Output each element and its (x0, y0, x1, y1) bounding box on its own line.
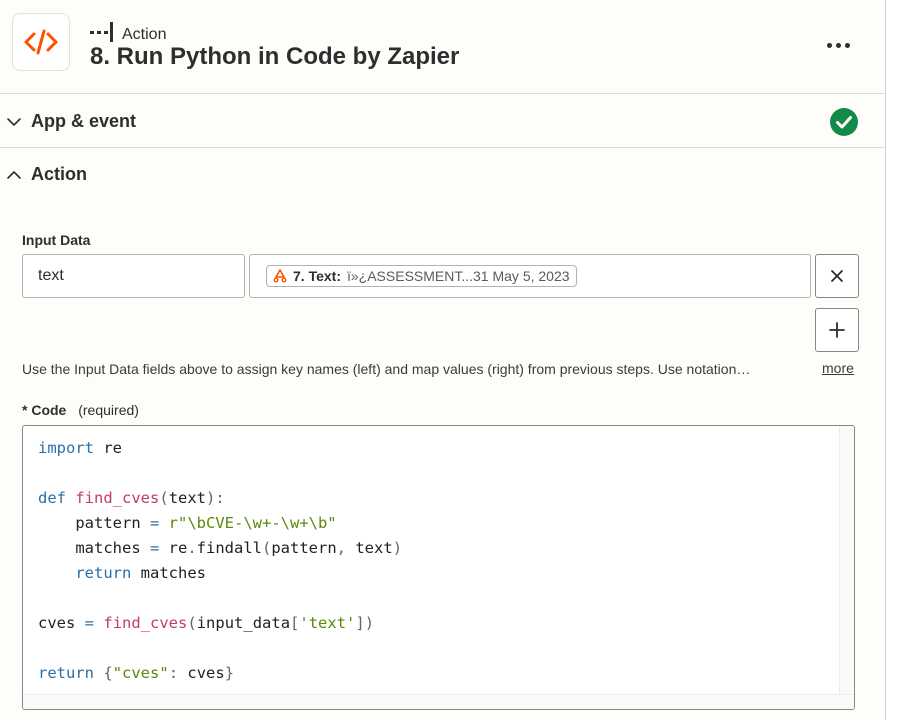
step-type-label: Action (122, 25, 167, 43)
code-line: import re (38, 439, 122, 457)
formatter-icon (273, 269, 287, 283)
remove-input-button[interactable] (815, 254, 859, 298)
code-line: def find_cves(text): (38, 489, 225, 507)
more-dot (835, 42, 841, 48)
add-input-button[interactable] (815, 308, 859, 352)
page-scrollbar[interactable] (886, 0, 898, 720)
code-line: cves = find_cves(input_data['text']) (38, 614, 375, 632)
code-content[interactable]: import re def find_cves(text): pattern = … (38, 436, 402, 686)
action-step-icon (90, 21, 114, 48)
step-type: Action (90, 21, 166, 48)
required-marker: * (22, 402, 28, 418)
header-divider (0, 93, 885, 94)
mapped-field-pill[interactable]: 7. Text: ï»¿ASSESSMENT...31 May 5, 2023 (266, 265, 577, 287)
code-line (38, 586, 402, 611)
more-horizontal-icon (826, 42, 832, 48)
code-line: return {"cves": cves} (38, 664, 235, 682)
code-editor[interactable]: import re def find_cves(text): pattern = … (22, 425, 855, 710)
section-app-event-label: App & event (31, 111, 137, 131)
close-icon (831, 270, 843, 282)
code-field-label: * Code (required) (22, 402, 139, 418)
section-app-event[interactable]: App & event (0, 95, 885, 147)
code-line: return matches (75, 564, 206, 582)
input-data-key-field[interactable]: text (22, 254, 245, 298)
section-action-label: Action (31, 164, 87, 184)
step-header: Action 8. Run Python in Code by Zapier (0, 0, 885, 93)
more-dot (844, 42, 850, 48)
panel-edge (885, 0, 886, 720)
input-data-value-field[interactable]: 7. Text: ï»¿ASSESSMENT...31 May 5, 2023 (249, 254, 811, 298)
code-brackets-icon (12, 13, 70, 71)
code-line: pattern = r"\bCVE-\w+-\w+\b" (38, 514, 337, 532)
more-options-button[interactable] (816, 30, 860, 60)
section-action[interactable]: Action (0, 148, 885, 200)
mapped-field-value: ï»¿ASSESSMENT...31 May 5, 2023 (346, 268, 570, 284)
chevron-down-icon (7, 118, 21, 126)
help-more-link[interactable]: more (822, 360, 854, 376)
code-line: matches = re.findall(pattern, text) (38, 539, 403, 557)
section-divider (0, 147, 885, 148)
input-data-label: Input Data (22, 232, 91, 248)
step-title: 8. Run Python in Code by Zapier (90, 43, 460, 70)
plus-icon (829, 322, 845, 338)
code-label-text: Code (31, 402, 67, 418)
required-text: (required) (78, 402, 139, 418)
check-circle-icon (830, 108, 858, 136)
code-line (38, 461, 402, 486)
code-line (38, 636, 402, 661)
input-data-key-value: text (38, 267, 64, 284)
code-vertical-scrollbar[interactable] (839, 426, 854, 696)
mapped-field-step: 7. Text: (293, 268, 341, 284)
chevron-up-icon (7, 171, 21, 179)
code-horizontal-scrollbar[interactable] (23, 694, 854, 709)
input-data-help-text: Use the Input Data fields above to assig… (22, 361, 751, 377)
